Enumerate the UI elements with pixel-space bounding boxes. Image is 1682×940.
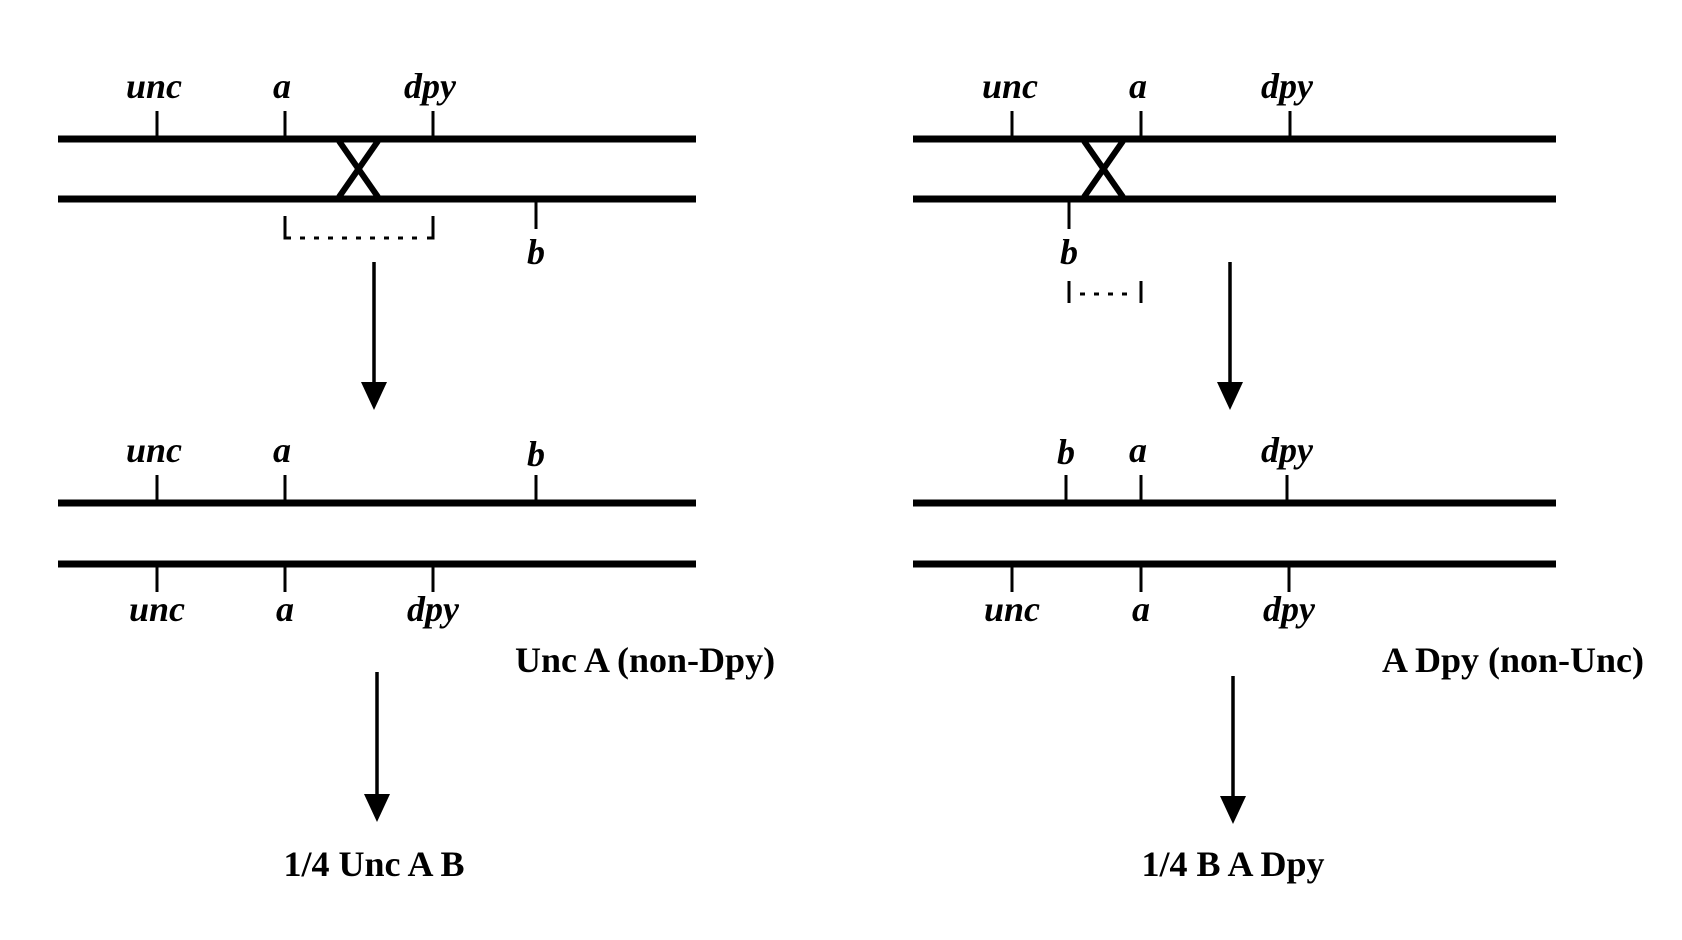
left-top-b-label: b: [527, 232, 545, 272]
left-mid-lower-a-label: a: [276, 589, 294, 629]
right-top-b-label: b: [1060, 232, 1078, 272]
left-arrowhead-1: [361, 382, 387, 410]
right-mid-dpy-label: dpy: [1261, 430, 1314, 470]
right-arrowhead-2: [1220, 796, 1246, 824]
right-top-dpy-label: dpy: [1261, 66, 1314, 106]
left-mid-chromosome-pair: unc a b unc a dpy: [58, 430, 696, 629]
left-mid-a-label: a: [273, 430, 291, 470]
left-mid-lower-dpy-label: dpy: [407, 589, 460, 629]
left-top-dpy-label: dpy: [404, 66, 457, 106]
right-panel: unc a dpy b b a dpy: [913, 66, 1644, 884]
right-crossover-x: [1081, 139, 1126, 199]
left-mid-unc-label: unc: [126, 430, 182, 470]
right-mid-lower-a-label: a: [1132, 589, 1150, 629]
left-top-a-label: a: [273, 66, 291, 106]
right-mid-chromosome-pair: b a dpy unc a dpy: [913, 430, 1556, 629]
left-panel: unc a dpy b unc a b: [58, 66, 775, 884]
right-mid-b-label: b: [1057, 432, 1075, 472]
right-top-a-label: a: [1129, 66, 1147, 106]
right-mid-lower-unc-label: unc: [984, 589, 1040, 629]
left-mid-b-label: b: [527, 434, 545, 474]
right-mid-a-label: a: [1129, 430, 1147, 470]
left-crossover-x: [336, 139, 381, 199]
right-mid-lower-dpy-label: dpy: [1263, 589, 1316, 629]
left-interval-bracket: [283, 216, 435, 240]
left-arrowhead-2: [364, 794, 390, 822]
right-phenotype-label: A Dpy (non-Unc): [1382, 640, 1644, 680]
left-phenotype-label: Unc A (non-Dpy): [515, 640, 775, 680]
left-top-chromosome-pair: unc a dpy b: [58, 66, 696, 272]
left-top-unc-label: unc: [126, 66, 182, 106]
right-interval-bracket: [1067, 281, 1143, 303]
left-mid-lower-unc-label: unc: [129, 589, 185, 629]
right-arrowhead-1: [1217, 382, 1243, 410]
right-top-unc-label: unc: [982, 66, 1038, 106]
right-result-label: 1/4 B A Dpy: [1141, 844, 1324, 884]
left-result-label: 1/4 Unc A B: [283, 844, 464, 884]
right-top-chromosome-pair: unc a dpy b: [913, 66, 1556, 303]
